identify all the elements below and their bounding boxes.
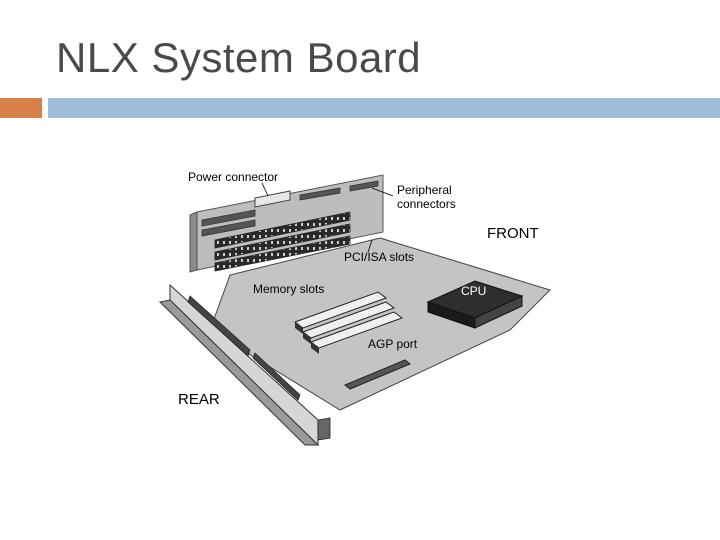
label-cpu: CPU <box>461 284 487 298</box>
label-pci-isa-slots: PCI/ISA slots <box>344 250 415 264</box>
label-agp-port: AGP port <box>368 337 418 351</box>
slide-title: NLX System Board <box>56 34 422 81</box>
title-accent-blue <box>48 98 720 118</box>
label-peripheral-line1: Peripheral <box>397 183 452 197</box>
label-power-connector: Power connector <box>188 170 279 184</box>
cpu-chip <box>426 280 524 329</box>
label-front: FRONT <box>487 225 539 242</box>
agp-port <box>344 359 411 390</box>
peripheral-connectors <box>201 180 379 237</box>
leader-lines <box>261 182 394 253</box>
power-connector <box>254 190 291 208</box>
label-rear: REAR <box>178 391 220 408</box>
label-memory-slots: Memory slots <box>253 282 325 296</box>
pci-isa-slots <box>214 211 351 272</box>
memory-slots <box>293 291 404 354</box>
title-accent-orange <box>0 98 42 118</box>
rear-panel <box>158 283 331 447</box>
label-peripheral-line2: connectors <box>397 197 456 211</box>
